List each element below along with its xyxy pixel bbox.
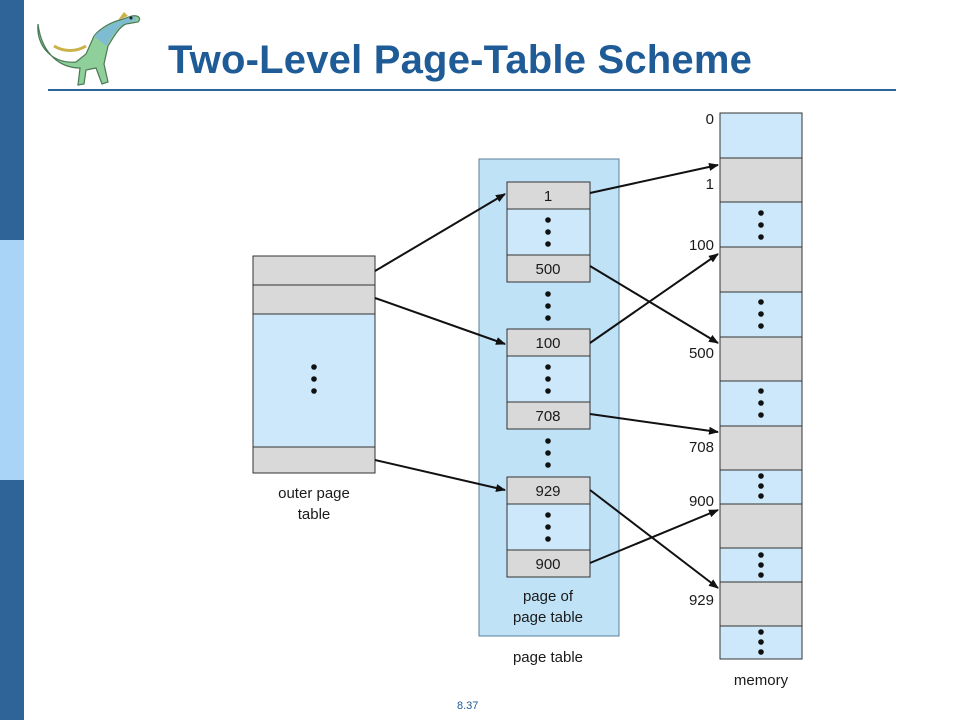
outer-table-entry-last xyxy=(252,446,376,474)
arrows-page-table-to-memory xyxy=(589,163,719,589)
memory-label: memory xyxy=(734,672,789,689)
memory-frame-708 xyxy=(719,425,803,471)
memory-address-900: 900 xyxy=(689,493,714,510)
dinosaur-logo-icon xyxy=(37,12,141,86)
page-table-ellipsis-group-2 xyxy=(545,364,551,394)
arrows-outer-to-page-table xyxy=(374,193,506,492)
outer-table-entry-1 xyxy=(252,284,376,315)
memory-frame-100 xyxy=(719,246,803,293)
arrow-entry-929-to-memory-929 xyxy=(589,489,719,589)
arrow-entry-100-to-memory-100 xyxy=(589,253,719,344)
page-table-entry-100 xyxy=(506,328,591,357)
side-bar-middle xyxy=(0,240,24,480)
memory-column: 0 1 100 500 708 900 929 xyxy=(689,111,803,660)
page-table-entry-100-label: 100 xyxy=(535,335,560,352)
arrow-entry-500-to-memory-500 xyxy=(589,265,719,344)
memory-frame-0 xyxy=(719,112,803,159)
slide-title: Two-Level Page-Table Scheme xyxy=(168,38,753,82)
side-bar-top xyxy=(0,0,24,240)
page-table-entry-708-label: 708 xyxy=(535,408,560,425)
arrow-entry-1-to-memory-1 xyxy=(589,163,719,194)
arrow-outer-1-to-entry-100 xyxy=(374,297,506,345)
memory-ellipsis-3 xyxy=(758,388,764,418)
page-table-entry-929-label: 929 xyxy=(535,483,560,500)
page-table-entry-900-label: 900 xyxy=(535,556,560,573)
arrow-outer-last-to-entry-929 xyxy=(374,459,506,492)
page-table-ellipsis-group-1 xyxy=(545,217,551,247)
memory-ellipsis-2 xyxy=(758,299,764,329)
memory-frame-900 xyxy=(719,503,803,549)
memory-ellipsis-5 xyxy=(758,552,764,578)
page-table-panel: 1 500 100 708 929 900 page xyxy=(478,158,620,637)
page-table-entry-1 xyxy=(506,181,591,210)
page-of-page-table-label-line1: page of xyxy=(523,588,574,605)
memory-address-100: 100 xyxy=(689,237,714,254)
page-of-page-table-label-line2: page table xyxy=(513,609,583,626)
memory-frame-500 xyxy=(719,336,803,382)
outer-table-label-line2: table xyxy=(298,506,331,523)
memory-address-500: 500 xyxy=(689,345,714,362)
page-table-ellipsis-between-1-2 xyxy=(545,291,551,321)
memory-address-0: 0 xyxy=(706,111,714,128)
memory-ellipsis-4 xyxy=(758,473,764,499)
outer-page-table: outer page table xyxy=(252,255,376,523)
outer-table-entry-0 xyxy=(252,255,376,286)
arrow-entry-900-to-memory-900 xyxy=(589,509,719,564)
title-underline xyxy=(48,89,896,91)
side-bar-bottom xyxy=(0,480,24,720)
outer-table-ellipsis xyxy=(311,364,317,394)
memory-frame-929 xyxy=(719,581,803,627)
arrow-entry-708-to-memory-708 xyxy=(589,413,719,435)
page-table-entry-900 xyxy=(506,549,591,578)
page-table-ellipsis-between-2-3 xyxy=(545,438,551,468)
page-table-entry-929 xyxy=(506,476,591,505)
page-table-ellipsis-group-3 xyxy=(545,512,551,542)
slide-number: 8.37 xyxy=(457,700,479,712)
memory-address-929: 929 xyxy=(689,592,714,609)
arrow-outer-0-to-entry-1 xyxy=(374,193,506,272)
page-table-entry-708 xyxy=(506,401,591,430)
memory-ellipsis-6 xyxy=(758,629,764,655)
memory-address-708: 708 xyxy=(689,439,714,456)
memory-ellipsis-1 xyxy=(758,210,764,240)
memory-address-1: 1 xyxy=(706,176,714,193)
page-table-label: page table xyxy=(513,649,583,666)
page-table-entry-500 xyxy=(506,254,591,283)
page-table-entry-1-label: 1 xyxy=(544,188,552,205)
page-table-entry-500-label: 500 xyxy=(535,261,560,278)
memory-frame-1 xyxy=(719,157,803,203)
outer-table-label-line1: outer page xyxy=(278,485,350,502)
